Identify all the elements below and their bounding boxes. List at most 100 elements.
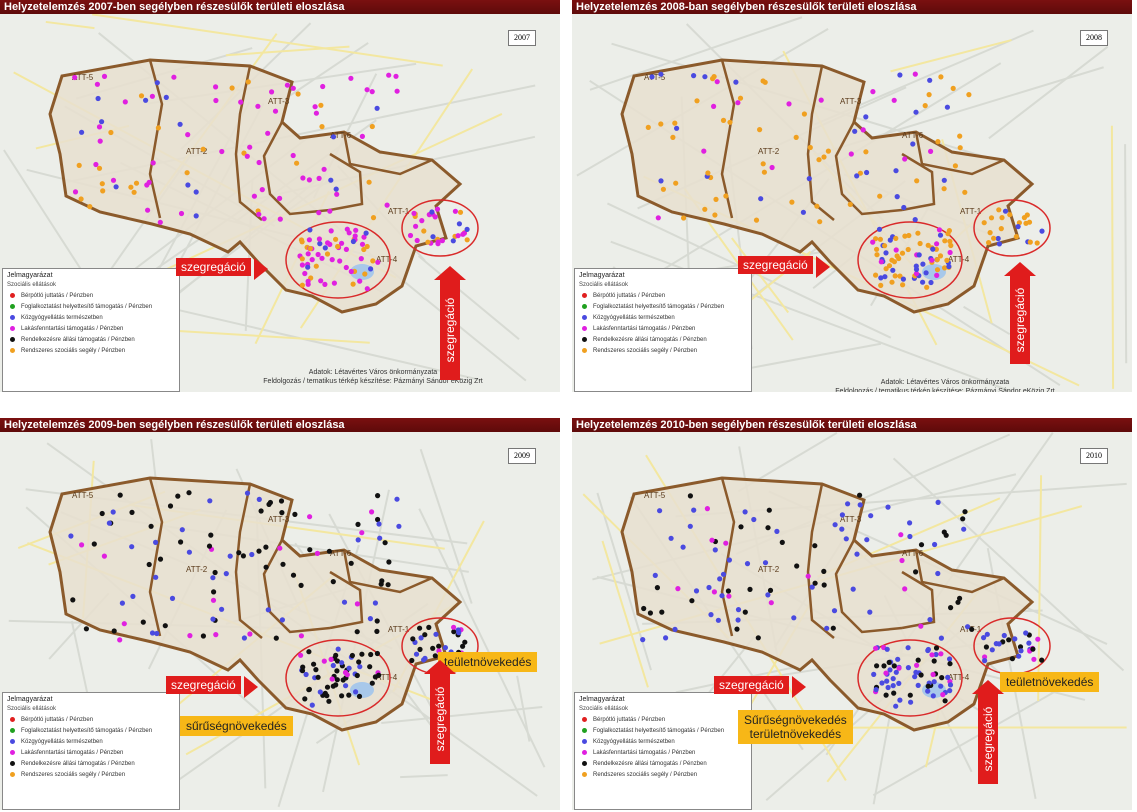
recipient-dot	[419, 218, 425, 224]
panel-title: Helyzetelemzés 2010-ben segélyben részes…	[572, 418, 1132, 432]
recipient-dot	[350, 281, 356, 287]
recipient-dot	[131, 189, 137, 195]
recipient-dot	[313, 110, 319, 116]
recipient-dot	[900, 276, 906, 282]
recipient-dot	[1031, 656, 1037, 662]
recipient-dot	[241, 635, 247, 641]
recipient-dot	[184, 170, 190, 176]
recipient-dot	[121, 621, 127, 627]
segregation-vertical-label: szegregáció	[1010, 276, 1030, 364]
recipient-dot	[429, 209, 435, 215]
legend: Jelmagyarázat Szociális ellátások Bérpót…	[2, 268, 180, 392]
recipient-dot	[825, 148, 831, 154]
recipient-dot	[464, 237, 470, 243]
recipient-dot	[342, 669, 349, 676]
recipient-dot	[330, 134, 337, 140]
recipient-dot	[179, 527, 185, 533]
recipient-dot	[938, 651, 944, 657]
recipient-dot	[309, 257, 315, 263]
recipient-dot	[302, 696, 308, 702]
street-line	[735, 342, 882, 372]
recipient-dot	[873, 272, 879, 278]
recipient-dot	[265, 130, 271, 136]
recipient-dot	[312, 104, 318, 110]
district-boundary	[234, 65, 263, 221]
recipient-dot	[913, 669, 919, 675]
recipient-dot	[945, 674, 951, 680]
recipient-dot	[357, 278, 363, 284]
recipient-dot	[694, 98, 700, 104]
recipient-dot	[256, 548, 262, 554]
recipient-dot	[213, 84, 219, 90]
legend-dot-icon	[10, 728, 15, 733]
recipient-dot	[947, 249, 953, 256]
recipient-dot	[249, 551, 255, 558]
arrow-right-icon	[244, 676, 258, 698]
recipient-dot	[711, 74, 717, 80]
recipient-dot	[421, 228, 427, 234]
recipient-dot	[460, 643, 466, 649]
district-label: ATT-1	[388, 625, 410, 634]
recipient-dot	[709, 537, 715, 543]
legend-title: Jelmagyarázat	[7, 696, 53, 703]
recipient-dot	[320, 83, 326, 90]
recipient-dot	[938, 683, 944, 689]
recipient-dot	[333, 236, 339, 242]
street-line	[872, 676, 1081, 797]
recipient-dot	[881, 663, 887, 669]
recipient-dot	[110, 177, 117, 183]
recipient-dot	[939, 675, 945, 681]
recipient-dot	[680, 544, 686, 550]
legend-item: Rendszeres szociális segély / Pénzben	[7, 345, 175, 356]
recipient-dot	[295, 91, 301, 97]
recipient-dot	[864, 169, 870, 176]
recipient-dot	[355, 537, 361, 543]
recipient-dot	[986, 240, 992, 246]
recipient-dot	[726, 593, 732, 599]
recipient-dot	[422, 632, 428, 638]
recipient-dot	[912, 674, 918, 680]
recipient-dot	[294, 160, 300, 166]
legend-dot-icon	[10, 293, 15, 298]
recipient-dot	[645, 124, 651, 130]
recipient-dot	[193, 189, 199, 195]
recipient-dot	[290, 572, 297, 578]
recipient-dot	[393, 73, 399, 79]
recipient-dot	[113, 184, 119, 190]
recipient-dot	[937, 253, 944, 259]
recipient-dot	[916, 252, 922, 258]
recipient-dot	[871, 671, 877, 677]
road-line	[1110, 125, 1115, 389]
legend-dot-icon	[10, 337, 15, 342]
recipient-dot	[451, 629, 457, 635]
recipient-dot	[464, 226, 470, 232]
segregation-label: szegregáció	[166, 676, 241, 694]
legend-dot-icon	[10, 772, 15, 777]
recipient-dot	[129, 509, 135, 515]
recipient-dot	[280, 561, 286, 567]
recipient-dot	[930, 671, 936, 678]
recipient-dot	[902, 156, 908, 162]
recipient-dot	[245, 79, 251, 85]
recipient-dot	[893, 168, 899, 174]
recipient-dot	[434, 206, 441, 212]
recipient-dot	[720, 571, 727, 577]
recipient-dot	[935, 570, 941, 577]
recipient-dot	[807, 144, 813, 151]
recipient-dot	[714, 79, 720, 85]
recipient-dot	[821, 568, 827, 574]
recipient-dot	[128, 184, 134, 190]
legend-item: Közgyógyellátás természetben	[579, 312, 747, 323]
recipient-dot	[723, 193, 729, 199]
recipient-dot	[806, 176, 812, 182]
legend-dot-icon	[582, 728, 587, 733]
recipient-dot	[321, 658, 327, 664]
legend-title: Jelmagyarázat	[579, 272, 625, 279]
recipient-dot	[155, 125, 161, 131]
recipient-dot	[269, 89, 275, 95]
recipient-dot	[1026, 219, 1033, 225]
recipient-dot	[762, 79, 768, 85]
recipient-dot	[947, 238, 953, 244]
recipient-dot	[947, 682, 954, 688]
recipient-dot	[227, 553, 233, 559]
